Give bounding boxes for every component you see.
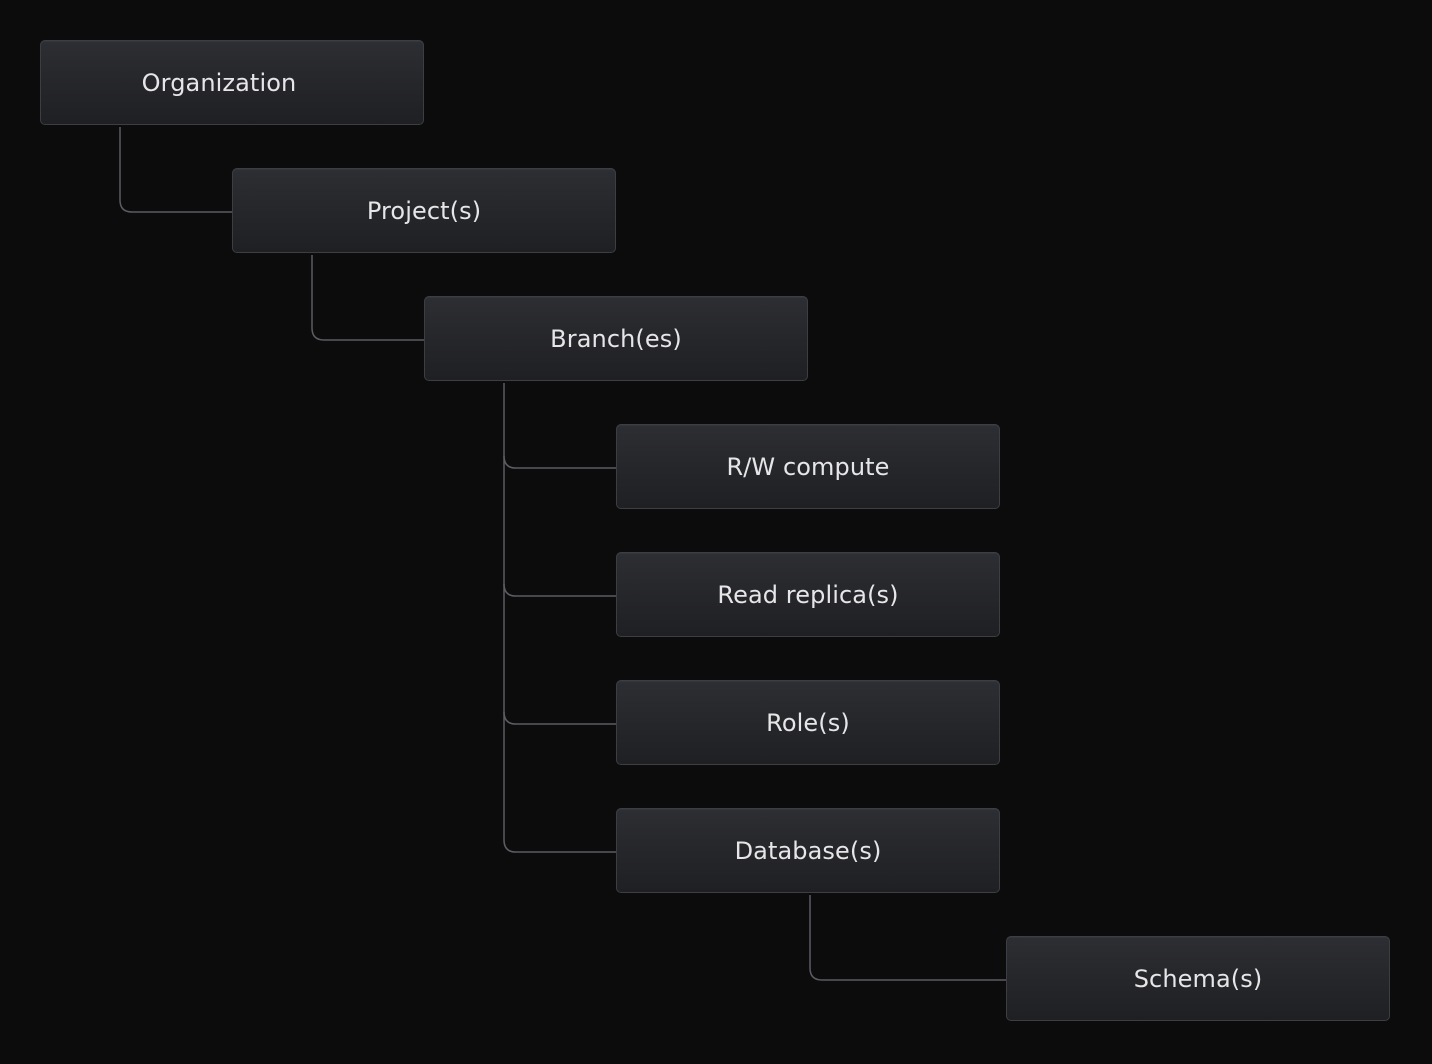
node-rw-compute: R/W compute [616,424,1000,509]
node-label: Project(s) [366,196,482,225]
node-label: R/W compute [726,452,890,481]
node-label: Branch(es) [550,324,682,353]
node-label: Schema(s) [1133,964,1263,993]
connector-branches-trunk [503,383,617,853]
node-label: Database(s) [734,836,882,865]
node-read-replicas: Read replica(s) [616,552,1000,637]
node-label: Read replica(s) [717,580,899,609]
node-label: Role(s) [766,708,850,737]
connector-branches-rw-compute [503,455,617,469]
node-projects: Project(s) [232,168,616,253]
connector-databases-schemas [809,895,1007,981]
connector-organization-projects [119,127,233,213]
node-organization: Organization [40,40,424,125]
node-schemas: Schema(s) [1006,936,1390,1021]
connector-projects-branches [311,255,425,341]
node-roles: Role(s) [616,680,1000,765]
connector-branches-read-replicas [503,583,617,597]
node-databases: Database(s) [616,808,1000,893]
connector-branches-roles [503,711,617,725]
node-branches: Branch(es) [424,296,808,381]
node-label: Organization [141,68,297,97]
